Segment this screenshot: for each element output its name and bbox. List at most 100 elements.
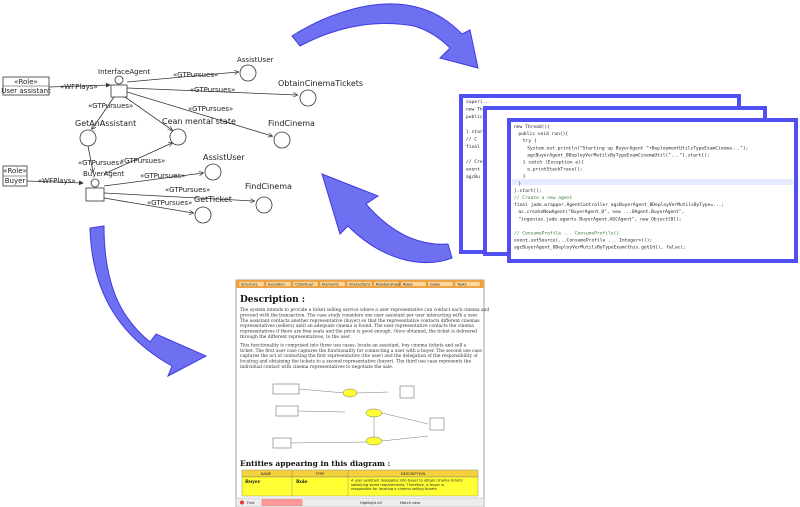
code-line: public void run(){ — [518, 131, 568, 137]
goal-get-ticket: GetTicket — [194, 195, 232, 224]
goal-get-an-assistant: GetAnAssistant — [75, 119, 136, 147]
match-case[interactable]: Match case — [400, 501, 421, 505]
doc-tab-bg[interactable] — [346, 281, 373, 287]
find-label: Find — [247, 501, 254, 505]
goal-find-cinema-2: FindCinema — [245, 182, 292, 214]
doc-entities-table: NAME TYPE DESCRIPTION Buyer Role A user … — [241, 469, 479, 497]
svg-text:«GTPursues»: «GTPursues» — [165, 186, 210, 194]
code-line: agcBuyerAgent_0DeployVerMutilsByTypeExam… — [514, 245, 685, 251]
doc-tab[interactable]: Relationships — [376, 283, 400, 287]
doc-tab[interactable]: Roles — [403, 283, 413, 287]
goal-assist-user-1: AssistUser — [237, 56, 273, 82]
code-line: } catch (Exception e){ — [523, 160, 584, 166]
goal-obtain-cinema-tickets: ObtainCinemaTickets — [278, 79, 363, 107]
svg-text:«GTPursues»: «GTPursues» — [188, 105, 233, 113]
interface-agent: InterfaceAgent — [98, 68, 150, 98]
code-line: try { — [523, 138, 537, 144]
table-cell-name: Buyer — [245, 479, 261, 485]
table-header-type: TYPE — [315, 472, 326, 476]
svg-text:«GTPursues»: «GTPursues» — [78, 159, 123, 167]
role-name: User assistant — [1, 87, 51, 95]
highlight-all[interactable]: Highlight all — [360, 501, 382, 505]
doc-tab-bg[interactable] — [373, 281, 400, 287]
doc-tab[interactable]: Evolution — [268, 283, 285, 287]
code-line: // ConsumeProfile ... ConsumeProfile() — [514, 231, 619, 237]
svg-text:ObtainCinemaTickets: ObtainCinemaTickets — [278, 79, 363, 88]
doc-description-title: Description : — [240, 295, 305, 305]
doc-tab-bg[interactable] — [292, 281, 319, 287]
svg-text:Buyer: Buyer — [5, 177, 26, 185]
uml-diagram: «Role» User assistant «WFPlays» Interfac… — [1, 56, 363, 224]
code-line: final jade.wrapper.AgentController agcBu… — [514, 202, 724, 208]
code-line: }.start(); — [514, 188, 542, 194]
doc-tab-bg[interactable] — [427, 281, 454, 287]
code-window-front — [507, 118, 798, 263]
doc-tab-bg[interactable] — [400, 281, 427, 287]
svg-text:«WFPlays»: «WFPlays» — [38, 177, 76, 185]
svg-text:«Role»: «Role» — [3, 167, 27, 175]
doc-tab[interactable]: Elements — [322, 283, 339, 287]
code-line: // Create a new agent — [514, 195, 572, 201]
svg-text:«GTPursues»: «GTPursues» — [120, 157, 165, 165]
doc-tab-bg[interactable] — [454, 281, 481, 287]
svg-text:AssistUser: AssistUser — [237, 56, 273, 64]
code-line: new Thread(){ — [514, 124, 550, 130]
doc-tab-bg[interactable] — [265, 281, 292, 287]
code-line: e.printStackTrace(); — [527, 167, 582, 173]
code-line: } — [518, 181, 521, 187]
code-line-back: public — [466, 114, 483, 120]
code-line-back: final — [466, 144, 480, 150]
arrow-code-to-diagram — [321, 173, 453, 264]
goal-find-cinema-1: FindCinema — [268, 119, 315, 149]
goal-assist-user-2: AssistUser — [203, 153, 245, 181]
code-line-back: event — [466, 167, 480, 173]
doc-tab[interactable]: Interactions — [349, 283, 370, 287]
code-line-back: }.start() — [466, 129, 491, 135]
code-line-back: // C — [466, 137, 477, 143]
buyer-agent: BuyerAgent — [83, 170, 125, 202]
svg-text:BuyerAgent: BuyerAgent — [83, 170, 125, 178]
arrow-diagram-to-doc — [89, 225, 208, 378]
code-line: "ingenias.jade.agents.BuyerAgent.AGCAgen… — [518, 216, 681, 222]
code-line-back: // Crea — [466, 159, 486, 165]
svg-text:«GTPursues»: «GTPursues» — [140, 172, 185, 180]
doc-description-text: The system intends to provide a ticket s… — [240, 308, 489, 370]
doc-tab[interactable]: Tasks — [456, 283, 467, 287]
code-lines-front: new Thread(){public void run(){try {Syst… — [514, 124, 748, 251]
doc-tab[interactable]: Goals — [430, 283, 440, 287]
find-input[interactable] — [261, 499, 303, 506]
code-line-back: super(... — [466, 99, 491, 105]
close-icon — [240, 500, 244, 505]
svg-text:FindCinema: FindCinema — [268, 119, 315, 128]
svg-text:GetAnAssistant: GetAnAssistant — [75, 119, 136, 128]
table-cell-type: Role — [296, 479, 308, 485]
goal-clean-mental-state: Cean mental state — [162, 117, 236, 146]
doc-tabs: Structure Evolution CSSVisual Elements Inter… — [238, 281, 481, 287]
svg-text:«GTPursues»: «GTPursues» — [190, 86, 235, 94]
svg-text:GetTicket: GetTicket — [194, 195, 232, 204]
svg-text:«GTPursues»: «GTPursues» — [147, 199, 192, 207]
table-header-name: NAME — [261, 472, 272, 476]
doc-tab-bg[interactable] — [319, 281, 346, 287]
svg-text:«GTPursues»: «GTPursues» — [173, 71, 218, 79]
doc-tab[interactable]: Structure — [241, 283, 259, 287]
svg-text:AssistUser: AssistUser — [203, 153, 245, 162]
code-line: System.out.println("Starting up BuyerAge… — [527, 145, 748, 151]
code-window-stack: super(... new Thread(){ public }.start() //… — [459, 94, 798, 263]
code-line: } — [523, 174, 526, 180]
svg-text:«GTPursues»: «GTPursues» — [88, 102, 133, 110]
code-highlight-line — [512, 179, 793, 185]
doc-tab[interactable]: CSSVisual — [295, 283, 313, 287]
wfplays-label: «WFPlays» — [60, 83, 98, 91]
doc-window: Structure Evolution CSSVisual Elements Inter… — [235, 279, 489, 507]
code-line: event.setSource(...ConsumeProfile ... In… — [514, 238, 652, 244]
svg-text:Cean mental state: Cean mental state — [162, 117, 236, 126]
doc-mini-diagram — [272, 383, 445, 449]
doc-tab-bg[interactable] — [238, 281, 265, 287]
doc-paragraph: This functionality is comprised into thr… — [240, 343, 482, 370]
arrow-diagram-to-code — [291, 3, 479, 69]
table-cell-description-text: A user assistant delegates into buyer to… — [351, 479, 463, 492]
role-stereotype: «Role» — [14, 78, 38, 86]
role-buyer: «Role» Buyer — [2, 165, 28, 187]
